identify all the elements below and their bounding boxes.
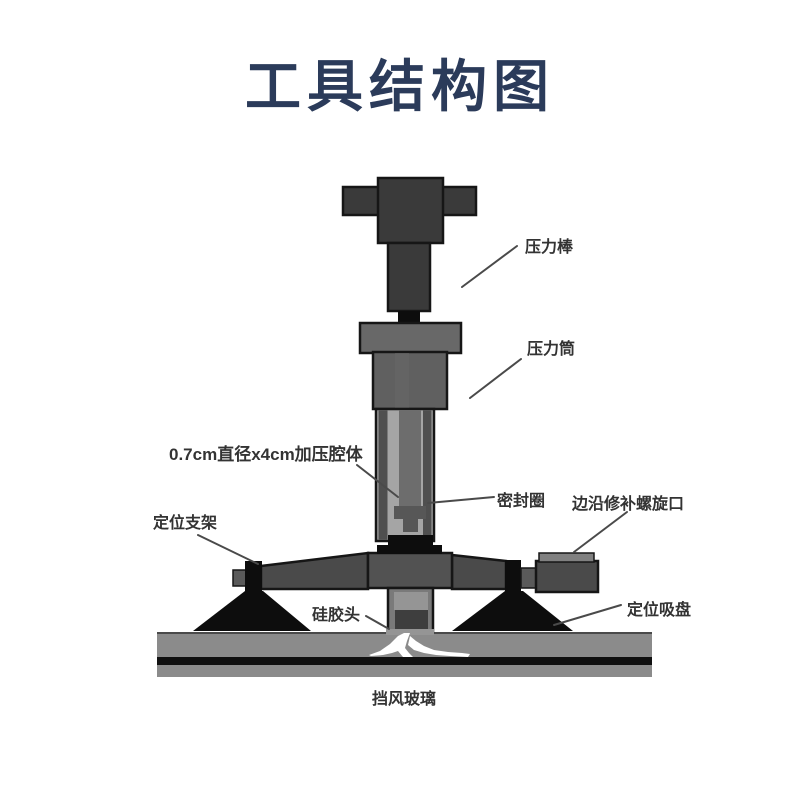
leader-lines xyxy=(197,245,628,630)
tube-left-wall xyxy=(378,410,388,540)
lower-tube-assembly xyxy=(386,586,435,635)
leader-line-pressure-cylinder xyxy=(469,358,522,399)
leader-line-chamber xyxy=(356,464,399,498)
label-windshield: 挡风玻璃 xyxy=(372,691,437,708)
cylinder-highlight xyxy=(395,353,409,408)
edge-repair-block xyxy=(534,559,600,594)
edge-repair-top-plate xyxy=(538,552,595,563)
label-pressure-cylinder: 压力筒 xyxy=(527,341,576,358)
rod-connector xyxy=(398,311,420,324)
handle-center-block xyxy=(376,176,445,245)
handle-left-wing xyxy=(341,185,381,217)
label-chamber: 0.7cm直径x4cm加压腔体 xyxy=(169,445,363,464)
leader-line-suction-cup xyxy=(553,604,622,626)
crack-right-leg xyxy=(408,636,470,657)
right-arm-connector xyxy=(520,567,537,589)
right-clamp xyxy=(505,560,521,592)
label-edge-repair-port: 边沿修补螺旋口 xyxy=(572,496,685,513)
rod-shaft xyxy=(386,241,432,313)
crack-shape xyxy=(369,633,470,657)
leader-line-silicone-head xyxy=(365,615,390,630)
contact-pad xyxy=(386,629,434,635)
collar-base xyxy=(377,545,442,554)
cylinder-flange xyxy=(358,321,463,355)
label-suction-cup: 定位吸盘 xyxy=(627,602,692,619)
pressure-cylinder-shape xyxy=(358,321,463,411)
chamber-tube xyxy=(374,407,442,554)
center-hub-block xyxy=(366,551,454,590)
pressure-rod-shape xyxy=(341,176,478,324)
tube-right-wall xyxy=(423,410,432,540)
right-suction-cone xyxy=(452,591,573,631)
handle-right-wing xyxy=(440,185,478,217)
label-pressure-rod: 压力棒 xyxy=(525,239,574,256)
left-clamp xyxy=(245,561,262,592)
leader-line-seal-ring xyxy=(427,496,495,504)
right-arm xyxy=(450,553,508,591)
support-arm-assembly xyxy=(232,551,600,594)
glass-lower-band xyxy=(157,665,652,677)
leader-line-positioning-bracket xyxy=(197,534,259,565)
left-suction-cone xyxy=(193,591,311,631)
seal-ring-crossbar xyxy=(394,506,426,519)
label-positioning-bracket: 定位支架 xyxy=(153,515,218,532)
label-seal-ring: 密封圈 xyxy=(497,493,546,510)
page-title: 工具结构图 xyxy=(245,55,555,118)
collar-step xyxy=(388,535,433,546)
left-arm xyxy=(259,551,370,591)
left-arm-tab xyxy=(232,569,247,587)
seal-ring-stem xyxy=(403,519,418,532)
piston-shaft xyxy=(399,410,421,507)
lower-tube-inner xyxy=(394,592,428,610)
glass-black-interlayer xyxy=(157,657,652,665)
cylinder-body xyxy=(371,350,449,411)
silicone-head-block xyxy=(395,610,428,629)
crack-left-leg xyxy=(369,633,413,657)
leader-line-edge-repair-port xyxy=(573,511,628,553)
label-silicone-head: 硅胶头 xyxy=(312,607,361,624)
leader-line-pressure-rod xyxy=(461,245,518,288)
